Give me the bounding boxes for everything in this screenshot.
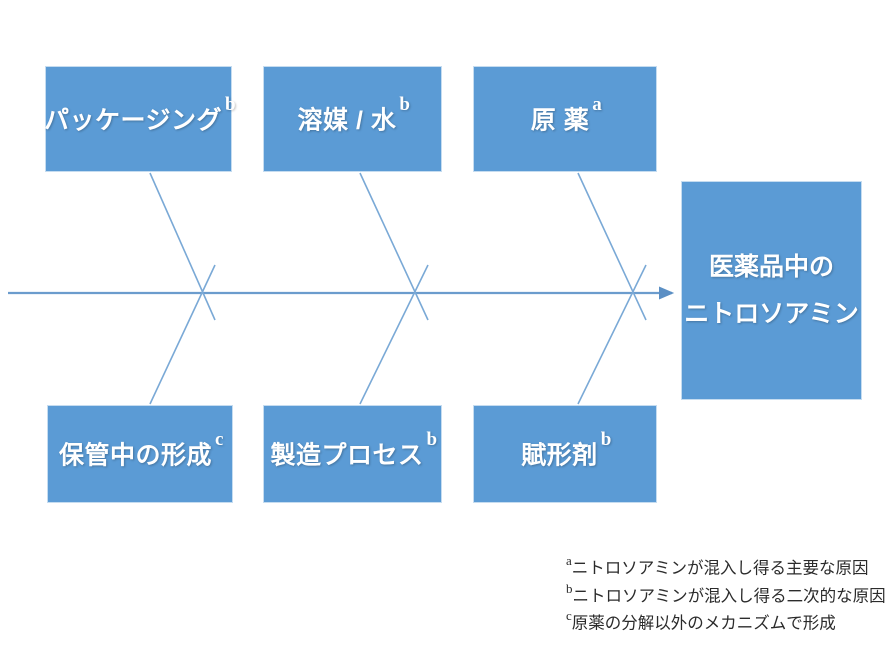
footnote-text-b: ニトロソアミンが混入し得る二次的な原因 (572, 587, 886, 605)
cause-box-storage-formation[interactable]: 保管中の形成c (47, 405, 233, 503)
cause-note-packaging: b (224, 94, 237, 116)
bone-packaging (149, 172, 216, 321)
cause-label-solvent-water: 溶媒 / 水b (297, 94, 411, 135)
footnote-marker-c: c (566, 608, 572, 623)
cause-box-manufacturing-process[interactable]: 製造プロセスb (263, 405, 442, 503)
footnote-b: bニトロソアミンが混入し得る二次的な原因 (566, 580, 886, 608)
effect-line-1: 医薬品中の (708, 252, 834, 281)
bone-excipient (577, 264, 647, 405)
bone-solvent-water (359, 172, 429, 321)
footnote-legend: aニトロソアミンが混入し得る主要な原因 bニトロソアミンが混入し得る二次的な原因… (566, 552, 886, 635)
cause-box-api[interactable]: 原 薬a (473, 66, 657, 172)
cause-label-packaging: パッケージングb (43, 94, 237, 135)
cause-note-api: a (592, 94, 603, 116)
footnote-c: c原薬の分解以外のメカニズムで形成 (566, 607, 876, 635)
bone-manufacturing-process (359, 264, 429, 405)
footnote-a: aニトロソアミンが混入し得る主要な原因 (566, 552, 876, 580)
cause-box-excipient[interactable]: 賦形剤b (473, 405, 657, 503)
cause-note-solvent-water: b (399, 94, 411, 116)
bone-storage-formation (149, 264, 216, 405)
cause-box-solvent-water[interactable]: 溶媒 / 水b (263, 66, 442, 172)
cause-label-manufacturing-process: 製造プロセスb (270, 429, 438, 470)
footnote-marker-a: a (566, 553, 572, 568)
cause-label-excipient: 賦形剤b (521, 429, 612, 470)
cause-label-storage-formation: 保管中の形成c (59, 429, 224, 470)
effect-line-2: ニトロソアミン (684, 299, 859, 328)
footnote-text-c: 原薬の分解以外のメカニズムで形成 (571, 614, 836, 633)
bone-api (577, 172, 647, 321)
cause-note-manufacturing-process: b (426, 429, 438, 451)
footnote-marker-b: b (566, 580, 573, 596)
cause-note-storage-formation: c (215, 429, 224, 451)
cause-note-excipient: b (600, 429, 612, 451)
cause-box-packaging[interactable]: パッケージングb (43, 66, 237, 172)
footnote-text-a: ニトロソアミンが混入し得る主要な原因 (571, 559, 869, 578)
effect-box[interactable]: 医薬品中の ニトロソアミン (681, 181, 862, 400)
cause-label-api: 原 薬a (530, 94, 603, 135)
